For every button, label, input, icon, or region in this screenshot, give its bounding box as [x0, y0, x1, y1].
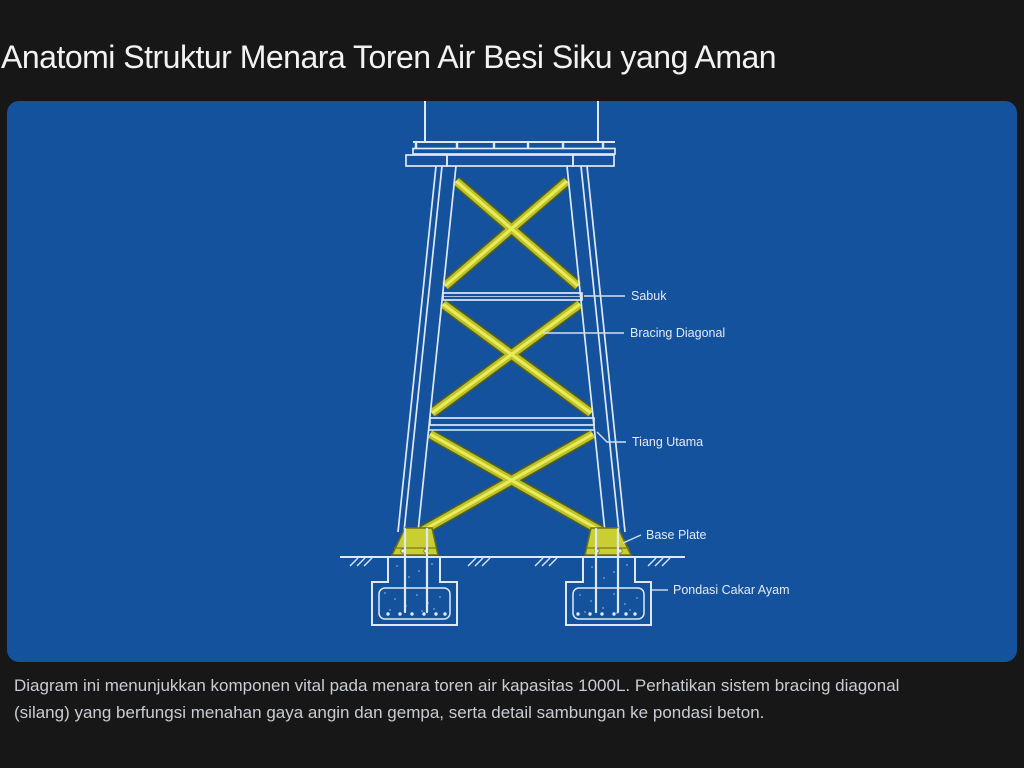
belt-lower [429, 417, 595, 431]
base-plate-right [584, 527, 633, 556]
steel-linework [397, 101, 626, 533]
footing-left [371, 558, 458, 626]
page-title: Anatomi Struktur Menara Toren Air Besi S… [1, 39, 777, 75]
rebar-dots [386, 612, 447, 616]
base-plate-left [390, 527, 439, 556]
leader-tiang-utama [596, 431, 626, 443]
footing-right [565, 558, 652, 626]
diagram-labels: Sabuk Bracing Diagonal Tiang Utama Base … [630, 289, 790, 597]
platform-joists [414, 142, 605, 149]
leader-lines [543, 295, 668, 591]
blueprint-panel: Sabuk Bracing Diagonal Tiang Utama Base … [7, 101, 1017, 662]
bracing-diagonal-members [419, 176, 604, 536]
caption: Diagram ini menunjukkan komponen vital p… [14, 672, 1014, 726]
label-base-plate: Base Plate [646, 528, 707, 542]
concrete-speckles [579, 564, 638, 614]
rebar-dots [576, 612, 637, 616]
leader-base-plate [622, 534, 642, 544]
label-bracing-diagonal: Bracing Diagonal [630, 326, 725, 340]
tower-diagram: Sabuk Bracing Diagonal Tiang Utama Base … [340, 101, 790, 626]
caption-line-2: (silang) yang berfungsi menahan gaya ang… [14, 703, 765, 722]
label-tiang-utama: Tiang Utama [632, 435, 703, 449]
platform [405, 141, 616, 167]
leg-left [397, 165, 457, 533]
tank-walls [424, 101, 599, 141]
brace-highlights [421, 179, 602, 533]
ground-hatches [349, 557, 671, 567]
label-sabuk: Sabuk [631, 289, 667, 303]
leg-right [566, 165, 626, 533]
anchor-bolts [403, 527, 620, 614]
belt-upper [442, 292, 583, 301]
label-pondasi-cakar-ayam: Pondasi Cakar Ayam [673, 583, 790, 597]
caption-line-1: Diagram ini menunjukkan komponen vital p… [14, 676, 900, 695]
ground [340, 556, 685, 567]
